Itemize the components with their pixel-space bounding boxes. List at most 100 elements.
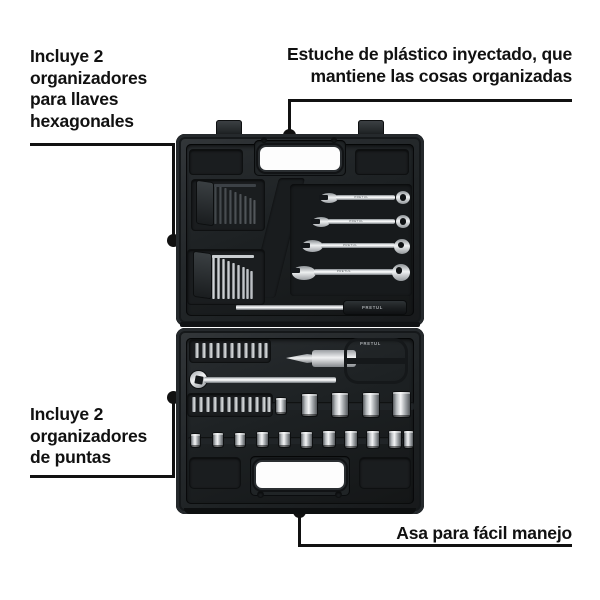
hex-key: [253, 200, 256, 224]
leader-line-case-vertical: [288, 99, 291, 136]
combination-wrench-3: PRETUL: [301, 238, 410, 254]
wrench-box-end: [396, 215, 410, 228]
callout-line: Asa para fácil manejo: [396, 523, 572, 543]
socket-small: [323, 431, 335, 447]
case-lower-half: PRETUL: [176, 328, 424, 514]
upper-corner-well-right: [356, 150, 408, 174]
socket-small: [191, 434, 200, 447]
wrench-box-end: [396, 191, 410, 204]
leader-line-handle-vertical: [298, 512, 301, 547]
case-hinge: [180, 322, 420, 327]
leader-line-handle-horizontal: [298, 544, 572, 547]
wrench-brand-mark: PRETUL: [349, 219, 364, 223]
socket-row-small: [188, 428, 414, 452]
hex-key: [224, 188, 227, 224]
base-corner-well-left: [190, 458, 240, 488]
wrench-brand-mark: PRETUL: [343, 243, 358, 247]
case-upper-half: PRETUL PRETUL PRETUL: [176, 134, 424, 326]
wrench-shaft: [328, 219, 395, 224]
wrench-box-end: [394, 238, 410, 254]
wrench-open-end: [301, 240, 323, 253]
bit: [223, 343, 227, 358]
latch-right: [358, 120, 384, 136]
combination-wrench-2: PRETUL: [311, 215, 410, 228]
combination-wrench-group: PRETUL PRETUL PRETUL: [284, 184, 414, 296]
callout-line: mantiene las cosas organizadas: [310, 65, 573, 86]
bit-organizer-1: [190, 340, 270, 362]
latch-left: [216, 120, 242, 136]
leader-line-hex-organizers-horizontal: [30, 143, 175, 146]
handle-rivet-left: [258, 492, 263, 497]
wrench-shaft: [336, 195, 395, 200]
callout-line: Incluye 2: [30, 404, 104, 424]
bit: [192, 397, 196, 412]
socket-adapter: [276, 398, 286, 414]
socket-large: [393, 392, 410, 417]
hex-key: [214, 184, 217, 224]
callout-line: organizadores: [30, 67, 148, 88]
bit: [202, 343, 206, 358]
hex-key: [237, 265, 240, 299]
callout-bit-organizers: Incluye 2 organizadores de puntas: [30, 404, 200, 469]
product-photo-tool-case: PRETUL PRETUL PRETUL: [176, 120, 424, 514]
socket-large: [302, 394, 317, 416]
socket-row-large: [272, 390, 414, 418]
bit: [262, 397, 266, 412]
hex-key: [246, 269, 249, 299]
bit: [227, 397, 231, 412]
pliers-jaw: [286, 354, 320, 363]
hex-key: [232, 263, 235, 299]
wrench-open-end: [291, 265, 316, 280]
leader-line-hex-organizers-vertical: [172, 143, 175, 241]
bit: [195, 343, 199, 358]
lid-label-window: [260, 147, 340, 170]
handle-rivet-right: [336, 492, 341, 497]
leader-line-bit-organizers-vertical: [172, 398, 175, 478]
combination-wrench-1: PRETUL: [319, 191, 410, 204]
pliers: PRETUL: [286, 336, 408, 384]
leader-line-case-horizontal: [288, 99, 572, 102]
bit: [234, 397, 238, 412]
screwdriver-grip: [344, 301, 406, 314]
bit: [230, 343, 234, 358]
bit: [209, 343, 213, 358]
callout-line: hexagonales: [30, 111, 134, 132]
callout-carry-handle: Asa para fácil manejo: [300, 523, 572, 545]
hex-key: [242, 267, 245, 299]
socket-small: [213, 433, 223, 447]
bit: [248, 397, 252, 412]
hex-key: [249, 198, 252, 224]
case-foot: [184, 508, 416, 514]
callout-line: Estuche de plástico inyectado, que: [287, 44, 572, 64]
bit: [220, 397, 224, 412]
bit: [267, 397, 271, 412]
socket-small: [301, 432, 312, 448]
bit: [213, 397, 217, 412]
callout-hex-organizers: Incluye 2 organizadores para llaves hexa…: [30, 46, 200, 133]
callout-line: para llaves: [30, 89, 119, 110]
hex-key: [244, 196, 247, 224]
hex-key-bend: [214, 184, 256, 187]
hex-organizer-1-holder: [197, 180, 213, 226]
wrench-open-end: [311, 216, 330, 227]
bit: [264, 343, 268, 358]
pliers-handle-upper: [344, 338, 408, 364]
hex-key: [234, 192, 237, 224]
pliers-handle-lower: [344, 358, 408, 384]
wrench-shaft: [314, 269, 395, 275]
wrench-brand-mark: PRETUL: [354, 195, 369, 199]
base-corner-well-right: [360, 458, 410, 488]
lid-screw-right: [332, 138, 336, 142]
socket-small: [404, 431, 413, 448]
hex-organizer-2: [188, 250, 264, 304]
combination-wrench-4: PRETUL: [291, 264, 410, 281]
socket-small: [279, 432, 290, 447]
callout-injected-plastic-case: Estuche de plástico inyectado, que manti…: [286, 44, 572, 87]
hex-key: [250, 271, 253, 299]
upper-corner-well-left: [190, 150, 242, 174]
hex-key: [217, 257, 220, 299]
hex-key: [222, 259, 225, 299]
bit: [199, 397, 203, 412]
bit: [251, 343, 255, 358]
